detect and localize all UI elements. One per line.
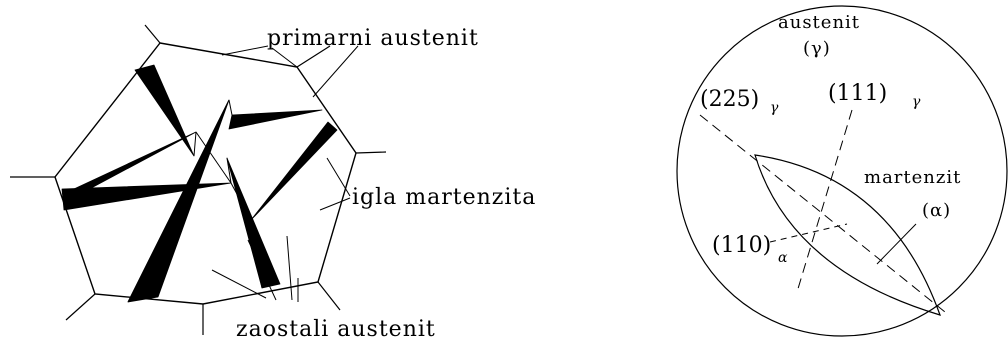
trace-225-plane — [699, 114, 946, 313]
label-martensite-needle: igla martenzita — [352, 185, 536, 210]
martensite-needle — [228, 109, 323, 130]
label-plane-225: (225) — [700, 87, 759, 112]
martensite-needle — [134, 64, 195, 157]
label-retained-austenite: zaostali austenit — [236, 317, 436, 342]
label-plane-225-subscript: γ — [770, 100, 779, 116]
martensite-needle — [250, 121, 338, 221]
needle-outlines — [127, 99, 263, 303]
austenite-grain-figure: primarni austenit igla martenzita zaosta… — [10, 24, 536, 342]
martensite-needles — [61, 64, 338, 303]
label-plane-111-subscript: γ — [912, 94, 921, 110]
label-austenite: austenit — [778, 12, 860, 33]
label-plane-110: (110) — [712, 233, 771, 258]
orientation-circle-figure: austenit (γ) (225) γ (111) γ martenzit (… — [676, 5, 1008, 337]
trace-111-plane — [796, 109, 853, 293]
trace-110-plane — [769, 223, 848, 243]
martensite-needle — [61, 182, 232, 211]
label-austenite-symbol: (γ) — [803, 38, 831, 59]
martensite-needle — [226, 157, 281, 289]
neighbour-grain-boundaries — [10, 24, 387, 335]
label-primary-austenite: primarni austenit — [267, 26, 479, 51]
leader-lines — [211, 45, 359, 302]
orientation-circle — [676, 5, 1008, 337]
label-plane-110-subscript: α — [778, 250, 788, 266]
label-plane-111: (111) — [828, 81, 887, 106]
label-martensite-symbol: (α) — [922, 200, 951, 221]
austenite-grain-boundary — [54, 42, 357, 305]
martensite-leader — [876, 223, 917, 265]
martensite-needle — [73, 131, 197, 195]
label-martensite: martenzit — [864, 167, 961, 188]
